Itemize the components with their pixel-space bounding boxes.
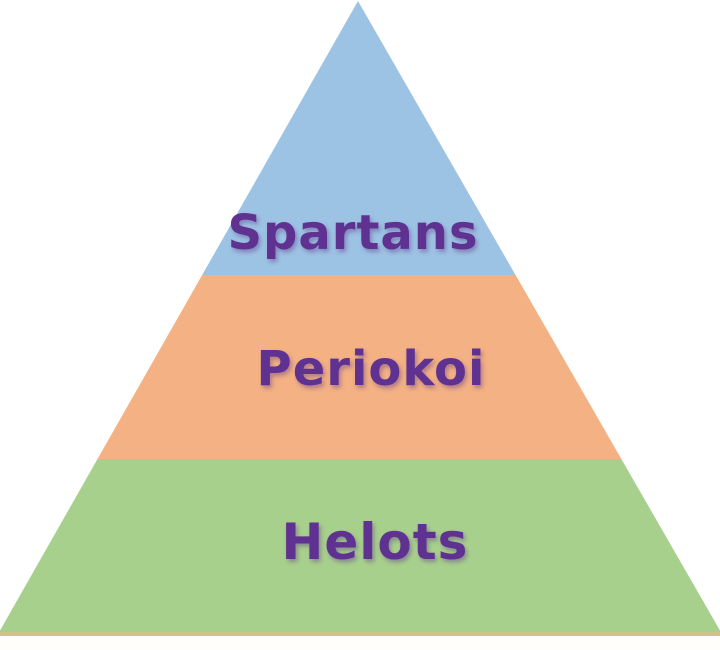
bottom-margin — [0, 636, 720, 650]
tier-label-helots: Helots — [281, 513, 469, 571]
tier-label-spartans: Spartans — [227, 205, 479, 261]
tier-label-periokoi: Periokoi — [256, 341, 486, 397]
pyramid-tier-helots — [0, 459, 720, 634]
baseline-rule — [0, 632, 720, 636]
